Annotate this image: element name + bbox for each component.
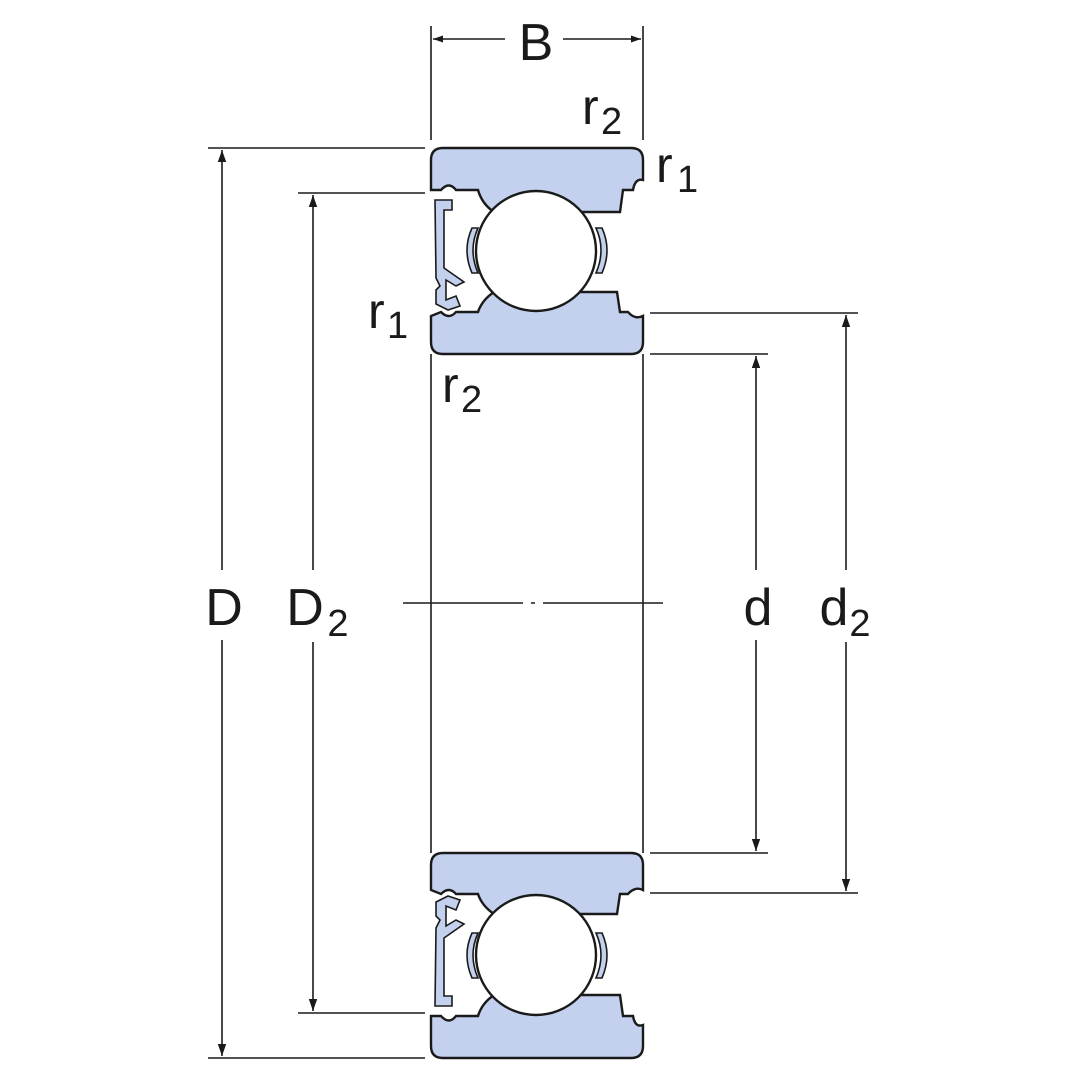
cage-top-left: [466, 227, 480, 274]
outer-ring-bottom: [429, 993, 645, 1060]
dimension-inner-shoulder: d 2: [650, 312, 871, 894]
r1-left-letter: r: [368, 283, 385, 339]
inner-ring-top: [429, 290, 645, 356]
radius-labels: r 2 r 1 r 1 r 2: [368, 79, 698, 421]
inner-ring-bottom: [429, 851, 645, 916]
d2-label: D: [286, 579, 324, 637]
bottom-ring-section: [429, 851, 645, 1060]
d2-subscript: 2: [327, 603, 348, 645]
r1-top-subscript: 1: [677, 159, 698, 201]
r1-top-letter: r: [656, 137, 673, 193]
top-ring-section: [429, 146, 645, 356]
r2-top-letter: r: [582, 79, 599, 135]
dimension-bore: d: [650, 353, 773, 854]
inner-shoulder-subscript: 2: [849, 603, 870, 645]
r2-left-letter: r: [442, 357, 459, 413]
bore-label: d: [744, 579, 773, 637]
outer-ring-top: [429, 146, 645, 214]
bearing-body: [403, 354, 663, 853]
dimension-d2: D 2: [286, 192, 425, 1014]
cage-bottom-right: [594, 932, 608, 979]
dimension-b: B: [430, 14, 644, 140]
seal-top: [434, 199, 466, 311]
cage-bottom-left: [466, 932, 480, 979]
r2-left-subscript: 2: [461, 379, 482, 421]
seal-bottom: [434, 895, 466, 1007]
d-outer-label: D: [205, 579, 243, 637]
r1-left-subscript: 1: [387, 305, 408, 347]
r2-top-subscript: 2: [601, 101, 622, 143]
ball-top: [474, 189, 598, 313]
dimension-outer-diameter: D: [205, 147, 425, 1059]
cage-top-right: [594, 227, 608, 274]
inner-shoulder-label: d: [820, 579, 849, 637]
ball-bottom: [474, 893, 598, 1017]
b-label: B: [519, 14, 554, 72]
